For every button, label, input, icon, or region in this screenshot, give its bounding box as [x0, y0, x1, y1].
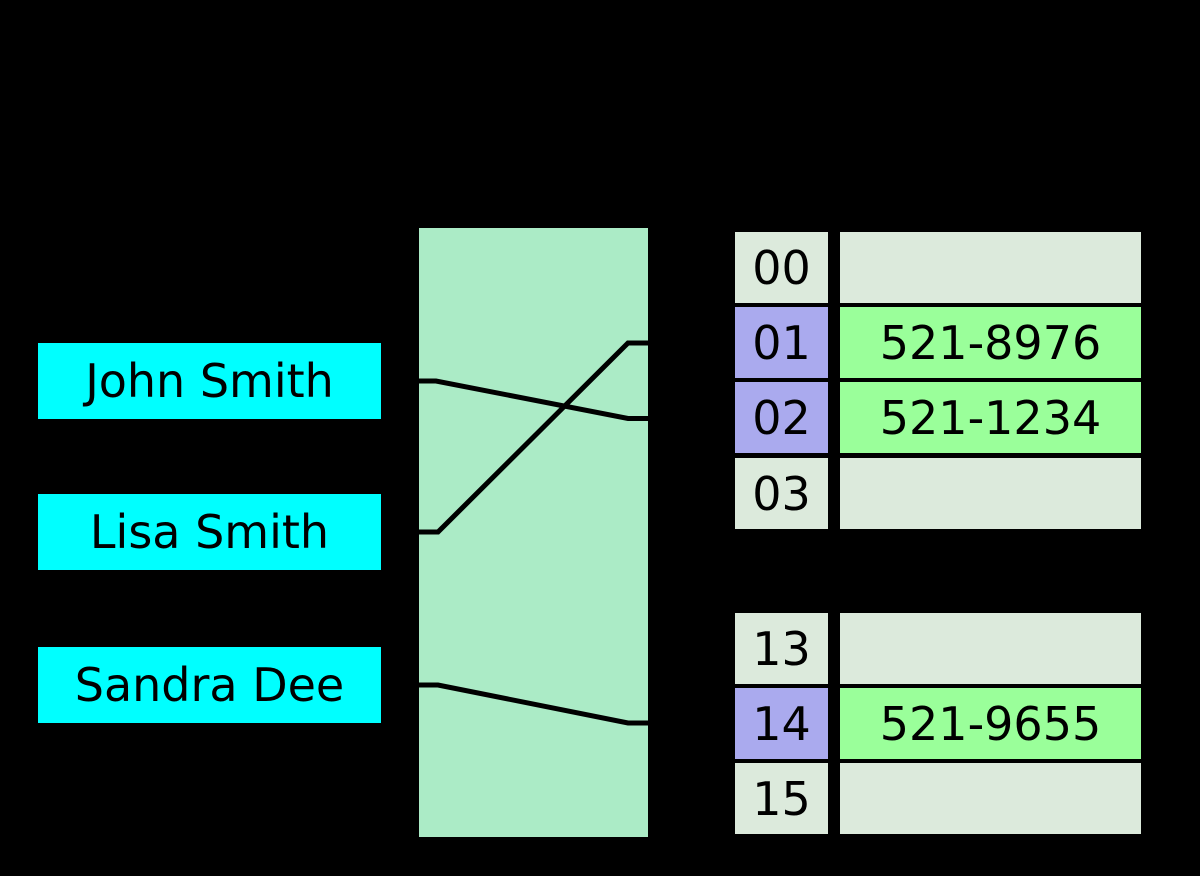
bucket-index-02: 02 — [735, 382, 828, 453]
bucket-value-13 — [840, 613, 1141, 684]
bucket-value-00 — [840, 232, 1141, 303]
key-label-sandra-dee: Sandra Dee — [74, 658, 345, 712]
bucket-index-15: 15 — [735, 763, 828, 834]
bucket-value-14: 521-9655 — [840, 688, 1141, 759]
hash-function-box — [419, 228, 648, 837]
bucket-index-01: 01 — [735, 307, 828, 378]
bucket-index-02-label: 02 — [752, 390, 811, 445]
bucket-index-14: 14 — [735, 688, 828, 759]
bucket-index-13-label: 13 — [752, 621, 811, 676]
bucket-index-01-label: 01 — [752, 315, 811, 370]
bucket-value-14-label: 521-9655 — [879, 696, 1102, 751]
bucket-value-01-label: 521-8976 — [879, 315, 1102, 370]
bucket-index-00: 00 — [735, 232, 828, 303]
bucket-index-03: 03 — [735, 458, 828, 529]
key-box-john-smith: John Smith — [38, 343, 381, 419]
bucket-value-01: 521-8976 — [840, 307, 1141, 378]
bucket-value-02: 521-1234 — [840, 382, 1141, 453]
key-label-john-smith: John Smith — [85, 354, 334, 408]
bucket-index-13: 13 — [735, 613, 828, 684]
bucket-value-02-label: 521-1234 — [879, 390, 1102, 445]
bucket-index-14-label: 14 — [752, 696, 811, 751]
bucket-index-15-label: 15 — [752, 771, 811, 826]
bucket-value-15 — [840, 763, 1141, 834]
bucket-value-03 — [840, 458, 1141, 529]
key-label-lisa-smith: Lisa Smith — [89, 505, 330, 559]
bucket-index-00-label: 00 — [752, 240, 811, 295]
key-box-lisa-smith: Lisa Smith — [38, 494, 381, 570]
key-box-sandra-dee: Sandra Dee — [38, 647, 381, 723]
bucket-index-03-label: 03 — [752, 466, 811, 521]
